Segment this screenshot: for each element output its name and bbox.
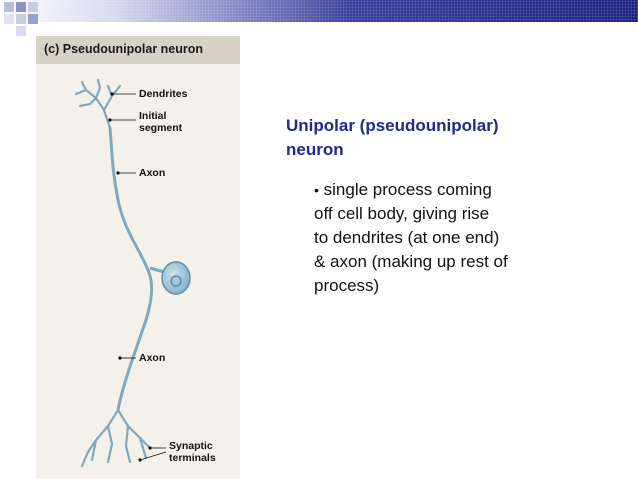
bullet-line5: process): [314, 276, 380, 295]
cell-body: [149, 261, 191, 295]
synaptic-terminal-branches: [80, 408, 152, 468]
figure-panel: [36, 36, 240, 479]
figure-panel-title: (c) Pseudounipolar neuron: [44, 42, 204, 56]
bullet-line2: off cell body, giving rise: [314, 204, 490, 223]
label-synaptic-line2: terminals: [169, 452, 216, 464]
label-dendrites: Dendrites: [139, 88, 188, 100]
bullet-line1: • single process coming: [314, 178, 604, 202]
corner-square: [28, 14, 38, 24]
corner-square: [4, 2, 14, 12]
label-initial-segment-line1: Initial: [139, 110, 167, 122]
bullet-line4: & axon (making up rest of: [314, 252, 508, 271]
label-leader-lines: [110, 93, 167, 461]
slide-heading-line1: Unipolar (pseudounipolar): [286, 116, 499, 135]
label-leader-dots: [108, 92, 152, 462]
dendrite-tree: [74, 78, 122, 130]
corner-square: [28, 2, 38, 12]
bullet-text: • single process coming off cell body, g…: [314, 178, 604, 298]
corner-square: [16, 14, 26, 24]
bullet-dot: •: [314, 182, 319, 198]
bullet-line1-text: single process coming: [323, 180, 492, 199]
top-gradient-band: [0, 0, 638, 22]
corner-square: [16, 2, 26, 12]
label-initial-segment-line2: segment: [139, 122, 183, 134]
slide-heading-line2: neuron: [286, 140, 344, 159]
label-axon-upper: Axon: [139, 167, 166, 179]
axon-process: [108, 126, 154, 412]
label-axon-lower: Axon: [139, 352, 166, 364]
corner-square: [16, 26, 26, 36]
slide-heading: Unipolar (pseudounipolar) neuron: [286, 114, 586, 162]
top-band-texture: [0, 0, 638, 22]
figure-panel-header: [36, 36, 240, 64]
label-synaptic-line1: Synaptic: [169, 440, 213, 452]
bullet-line3: to dendrites (at one end): [314, 228, 500, 247]
corner-square: [4, 14, 14, 24]
